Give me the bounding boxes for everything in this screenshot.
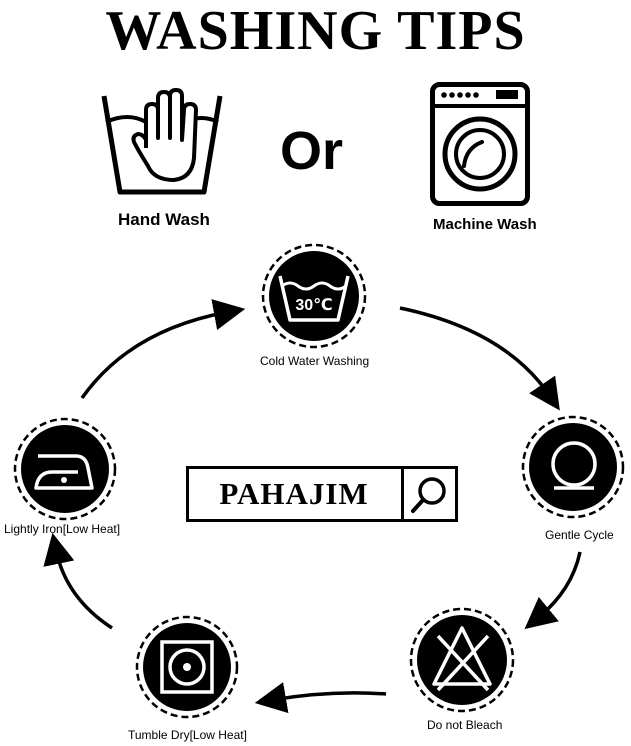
brand-name: PAHAJIM: [219, 476, 369, 511]
tumble-dry-low-heat-icon: [135, 615, 239, 719]
washing-machine-icon: [430, 82, 530, 206]
no-bleach-icon: [409, 607, 515, 713]
machine-wash-label: Machine Wash: [433, 216, 537, 233]
hand-wash-label: Hand Wash: [118, 210, 210, 229]
iron-low-heat-icon: [13, 417, 117, 521]
search-icon: [411, 477, 446, 513]
tumble-dry-label: Tumble Dry[Low Heat]: [128, 728, 247, 742]
no-bleach-label: Do not Bleach: [427, 718, 503, 732]
or-text: Or: [280, 121, 344, 181]
cold-water-label: Cold Water Washing: [260, 354, 370, 368]
gentle-cycle-label: Gentle Cycle: [545, 528, 614, 542]
wash-temperature-text: 30℃: [295, 297, 332, 314]
brand-logo: PAHAJIM: [186, 466, 458, 522]
brand-divider: [401, 469, 404, 519]
wash-tub-30c-icon: 30℃: [261, 243, 367, 349]
gentle-cycle-icon: [521, 415, 625, 519]
hand-wash-icon: [101, 88, 223, 195]
iron-label: Lightly Iron[Low Heat]: [4, 522, 121, 536]
page-title: WASHING TIPS: [105, 0, 526, 62]
